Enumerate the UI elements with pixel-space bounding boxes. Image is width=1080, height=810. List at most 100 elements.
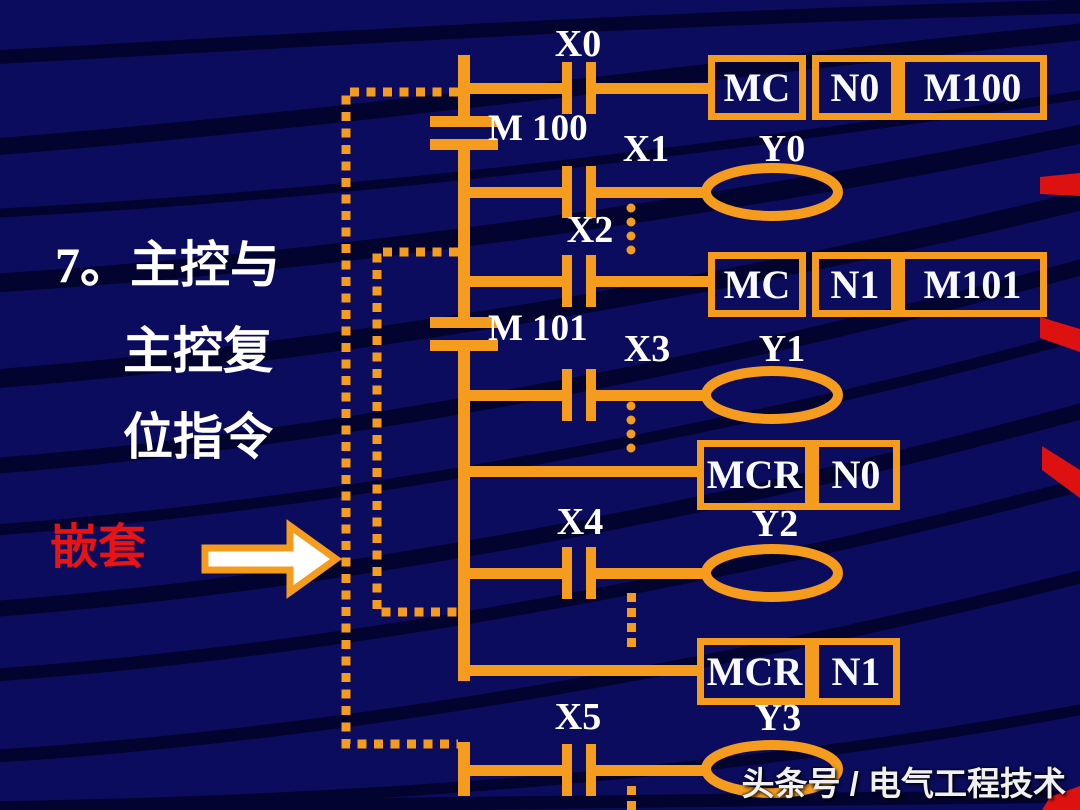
background-stripe: [0, 329, 1080, 536]
rung-wire: [470, 765, 563, 776]
coil-y1: [701, 366, 843, 424]
left-rail-segment: [458, 150, 470, 317]
contact-bar: [430, 139, 498, 150]
ladder-diagram: [430, 55, 708, 810]
dot: [626, 203, 636, 213]
dot: [626, 217, 636, 227]
background-stripe: [0, 191, 1080, 388]
rung-wire: [470, 466, 697, 477]
nesting-annotation: 嵌套: [50, 521, 147, 574]
contact-m100: [430, 116, 498, 150]
contact-bar: [430, 340, 498, 351]
rung-wire: [596, 765, 708, 776]
output-coils: [701, 163, 843, 798]
m100-box-label: M100: [923, 64, 1022, 110]
n1-box: [812, 638, 900, 705]
continuation-dots: [626, 203, 636, 255]
title-line-2: 主控复: [123, 323, 273, 379]
contact-x4: [562, 547, 596, 599]
label-x1: X1: [622, 128, 670, 170]
label-x2: X2: [566, 209, 614, 251]
contact-x0: [562, 62, 596, 114]
mc-box-label: MC: [723, 261, 791, 307]
coil-y3: [701, 740, 843, 798]
n0-box: [812, 55, 898, 120]
dot: [627, 638, 636, 647]
m101-box-label: M101: [923, 261, 1022, 307]
contact-bar: [562, 744, 572, 796]
contact-bar: [586, 255, 596, 307]
page-title: 7。主控与 主控复 位指令: [55, 222, 280, 480]
nest-brackets: [341, 87, 458, 749]
contact-bar: [430, 317, 498, 328]
m100-box: [898, 55, 1047, 120]
mcr-box: [697, 638, 812, 705]
title-line-1: 7。主控与: [55, 237, 280, 293]
contact-bar: [586, 369, 596, 421]
continuation-dots: [627, 593, 636, 647]
label-y3: Y3: [754, 697, 802, 739]
label-y0: Y0: [758, 128, 806, 170]
n1-box-label: N1: [831, 648, 881, 694]
contact-bar: [430, 116, 498, 127]
label-y1: Y1: [758, 328, 806, 370]
coil-y0: [701, 163, 843, 221]
label-x0: X0: [554, 23, 602, 65]
background-stripe: [0, 789, 1080, 810]
m101-box: [898, 252, 1047, 317]
mcr-box-label: MCR: [706, 648, 803, 694]
mc-box-label: MC: [723, 64, 791, 110]
contact-bar: [562, 166, 572, 218]
mc-box: [708, 55, 806, 120]
nest-bracket-inner: [372, 247, 458, 617]
title-line-3: 位指令: [123, 409, 273, 465]
background-stripe: [0, 403, 1080, 617]
rung-wire: [470, 83, 563, 94]
n0-box-label: N0: [830, 64, 880, 110]
dot: [627, 608, 636, 617]
rung-wire: [596, 390, 708, 401]
n0-box: [812, 440, 900, 510]
background-stripe: [0, 570, 1080, 763]
contact-bar: [586, 62, 596, 114]
background-stripe: [0, 23, 1080, 155]
red-ribbon: [1042, 786, 1080, 810]
dot: [626, 429, 636, 439]
contact-bar: [586, 166, 596, 218]
rung-wire: [596, 83, 708, 94]
red-ribbons: [1040, 173, 1080, 810]
rung-wire: [470, 568, 563, 579]
label-m101: M 101: [488, 308, 588, 349]
label-x4: X4: [556, 501, 604, 543]
continuation-dots: [627, 786, 636, 810]
contact-bar: [562, 255, 572, 307]
n1-box: [812, 252, 898, 317]
label-y2: Y2: [751, 503, 799, 545]
rung-wire: [470, 665, 697, 676]
contact-bar: [562, 369, 572, 421]
contact-x2: [562, 255, 596, 307]
n1-box-label: N1: [830, 261, 880, 307]
rung-wire: [470, 276, 563, 287]
dot: [626, 401, 636, 411]
dot: [626, 245, 636, 255]
dot: [626, 231, 636, 241]
dot: [626, 443, 636, 453]
contact-x3: [562, 369, 596, 421]
background-stripe: [0, 0, 1080, 64]
continuation-dots: [626, 401, 636, 453]
dot: [627, 801, 636, 810]
nesting-arrow: [201, 519, 343, 599]
red-ribbon: [1042, 446, 1080, 498]
contact-x5: [562, 744, 596, 796]
mc-box: [708, 252, 806, 317]
contact-bar: [562, 62, 572, 114]
red-ribbon: [1040, 317, 1080, 352]
rung-wire: [470, 187, 563, 198]
nest-bracket-outer: [341, 87, 458, 749]
contact-bar: [562, 547, 572, 599]
background-stripe: [0, 478, 1080, 682]
label-x5: X5: [554, 696, 602, 738]
coil-y2: [701, 544, 843, 602]
